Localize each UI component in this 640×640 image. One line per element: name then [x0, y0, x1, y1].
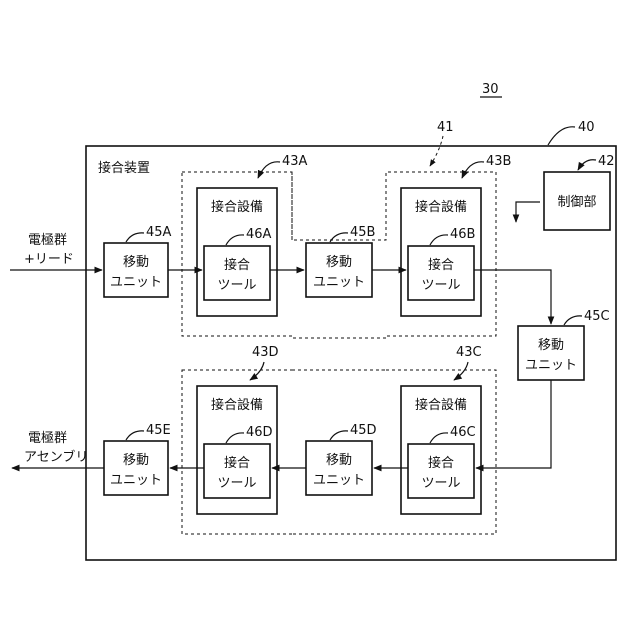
tool-46a-line1: 接合 — [224, 257, 250, 273]
equipment-43c-label: 接合設備 — [415, 397, 467, 413]
equipment-43a-ref: 43A — [282, 154, 308, 169]
tool-46c-line2: ツール — [421, 476, 460, 491]
tool-46a-line2: ツール — [217, 278, 256, 293]
tool-46b-line1: 接合 — [428, 257, 454, 273]
equipment-43d-ref: 43D — [252, 345, 279, 360]
move-unit-45a-line2: ユニット — [110, 275, 162, 290]
output-label-line1: 電極群 — [28, 430, 67, 446]
group-ref: 41 — [437, 120, 454, 135]
equipment-43b-ref: 43B — [486, 154, 511, 169]
tool-46c-line1: 接合 — [428, 455, 454, 471]
tool-46a-ref: 46A — [246, 227, 272, 242]
tool-46b-ref: 46B — [450, 227, 475, 242]
controller-label: 制御部 — [557, 195, 596, 210]
device-label: 接合装置 — [98, 160, 150, 176]
move-unit-45c-line2: ユニット — [525, 358, 577, 373]
move-unit-45c-line1: 移動 — [538, 338, 564, 353]
device-ref-leader — [548, 127, 575, 145]
move-unit-45e-ref: 45E — [146, 423, 171, 438]
input-label-line2: +リード — [24, 252, 74, 267]
equipment-43b-label: 接合設備 — [415, 199, 467, 215]
move-unit-45a-line1: 移動 — [123, 255, 149, 270]
device-ref: 40 — [578, 120, 595, 135]
tool-46d-line1: 接合 — [224, 455, 250, 471]
tool-46c-ref: 46C — [450, 425, 476, 440]
move-unit-45b-line2: ユニット — [313, 275, 365, 290]
move-unit-45d-line1: 移動 — [326, 453, 352, 468]
move-unit-45a-ref: 45A — [146, 225, 172, 240]
controller-ref: 42 — [598, 154, 615, 169]
move-unit-45e-line1: 移動 — [123, 453, 149, 468]
move-unit-45b-ref: 45B — [350, 225, 375, 240]
move-unit-45c-ref: 45C — [584, 309, 610, 324]
tool-46b-line2: ツール — [421, 278, 460, 293]
tool-46d-line2: ツール — [217, 476, 256, 491]
move-unit-45b-line1: 移動 — [326, 255, 352, 270]
input-label-line1: 電極群 — [28, 232, 67, 248]
equipment-43d-label: 接合設備 — [211, 397, 263, 413]
move-unit-45d-ref: 45D — [350, 423, 377, 438]
output-label-line2: アセンブリ — [24, 449, 88, 465]
move-unit-45e-line2: ユニット — [110, 473, 162, 488]
tool-46d-ref: 46D — [246, 425, 273, 440]
figure-ref: 30 — [482, 82, 499, 97]
equipment-43a-label: 接合設備 — [211, 199, 263, 215]
move-unit-45d-line2: ユニット — [313, 473, 365, 488]
equipment-43c-ref: 43C — [456, 345, 482, 360]
